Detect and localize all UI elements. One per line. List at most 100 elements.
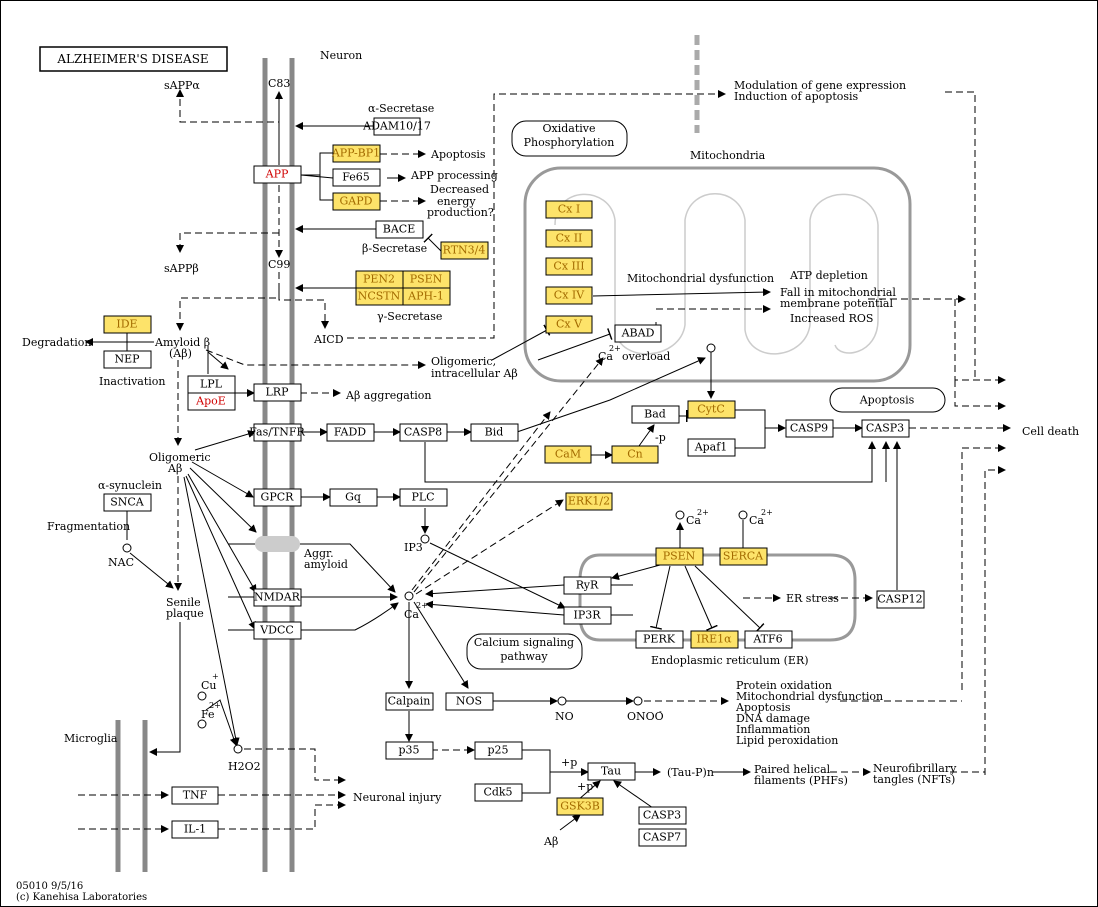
node-bid[interactable]: Bid	[470, 423, 519, 442]
svg-text:IRE1α: IRE1α	[696, 633, 732, 646]
node-cx3[interactable]: Cx III	[545, 257, 593, 276]
node-ncstn[interactable]: NCSTN	[355, 287, 404, 306]
node-ide[interactable]: IDE	[103, 315, 152, 334]
node-app-bp1[interactable]: APP-BP1	[331, 144, 381, 163]
label-protein-oxidation: Protein oxidation	[736, 679, 832, 692]
node-casp8[interactable]: CASP8	[399, 423, 448, 442]
node-plc[interactable]: PLC	[399, 488, 448, 507]
node-p25[interactable]: p25	[474, 741, 523, 760]
label-fall-1: Fall in mitochondrial	[780, 286, 896, 299]
node-gpcr[interactable]: GPCR	[253, 488, 302, 507]
node-cam[interactable]: CaM	[544, 445, 592, 464]
node-apoe[interactable]: ApoE	[187, 392, 236, 411]
apoptosis-map-link[interactable]: Apoptosis	[829, 387, 946, 413]
calcium-signaling-map-link[interactable]: Calcium signaling pathway	[466, 633, 583, 670]
node-gq[interactable]: Gq	[329, 488, 378, 507]
node-il1[interactable]: IL-1	[171, 820, 219, 839]
node-fas-tnfr[interactable]: Fas/TNFR	[249, 423, 306, 442]
node-nos[interactable]: NOS	[445, 692, 494, 711]
node-ryr[interactable]: RyR	[563, 576, 612, 595]
node-gsk3b[interactable]: GSK3B	[556, 797, 604, 816]
node-snca[interactable]: SNCA	[103, 493, 152, 512]
svg-text:Calcium signaling: Calcium signaling	[474, 636, 574, 649]
node-pen2[interactable]: PEN2	[355, 270, 404, 289]
node-psen-gamma[interactable]: PSEN	[402, 270, 451, 289]
node-ire1a[interactable]: IRE1α	[690, 630, 739, 649]
svg-text:ERK1/2: ERK1/2	[568, 495, 610, 508]
node-cx2[interactable]: Cx II	[545, 229, 593, 248]
svg-text:pathway: pathway	[500, 650, 548, 663]
node-cn[interactable]: Cn	[611, 445, 659, 464]
node-cytc[interactable]: CytC	[687, 400, 736, 419]
node-casp7[interactable]: CASP7	[638, 828, 687, 847]
node-casp3-apoptosis[interactable]: CASP3	[861, 419, 910, 438]
svg-text:ABAD: ABAD	[621, 327, 655, 340]
svg-text:FADD: FADD	[334, 426, 366, 439]
svg-text:Cn: Cn	[627, 448, 643, 461]
svg-text:CaM: CaM	[555, 448, 581, 461]
node-atf6[interactable]: ATF6	[744, 630, 793, 649]
node-bace[interactable]: BACE	[375, 220, 424, 239]
node-apaf1[interactable]: Apaf1	[687, 438, 736, 457]
node-tnf[interactable]: TNF	[171, 786, 219, 805]
node-fadd[interactable]: FADD	[326, 423, 375, 442]
svg-text:CASP3: CASP3	[643, 809, 681, 822]
node-app[interactable]: APP	[253, 165, 302, 184]
node-fe65[interactable]: Fe65	[332, 168, 381, 187]
node-calpain[interactable]: Calpain	[385, 692, 434, 711]
node-serca[interactable]: SERCA	[719, 547, 768, 566]
node-adam1017[interactable]: ADAM10/17	[362, 117, 431, 136]
label-plus-p-2: +p	[577, 780, 593, 793]
label-ca-overload-ca: Ca	[598, 350, 613, 363]
node-tau[interactable]: Tau	[587, 762, 636, 781]
aggregated-amyloid-shape	[255, 536, 300, 552]
node-psen-er[interactable]: PSEN	[655, 547, 704, 566]
node-lrp[interactable]: LRP	[253, 383, 302, 402]
node-bad[interactable]: Bad	[631, 405, 680, 424]
node-cx5[interactable]: Cx V	[545, 315, 593, 334]
svg-text:Cx I: Cx I	[558, 203, 580, 216]
mitochondrion-cristae	[554, 193, 879, 355]
label-cu-sup: +	[212, 672, 219, 681]
label-ab-paren: (Aβ)	[169, 347, 192, 360]
node-casp3-tau[interactable]: CASP3	[638, 806, 687, 825]
node-vdcc[interactable]: VDCC	[253, 621, 302, 640]
node-gapd[interactable]: GAPD	[332, 192, 381, 211]
node-erk12[interactable]: ERK1/2	[565, 492, 613, 511]
svg-text:Cx III: Cx III	[553, 260, 584, 273]
svg-text:Cx IV: Cx IV	[554, 289, 585, 302]
label-nft-2: tangles (NFTs)	[873, 773, 955, 786]
svg-text:Oxidative: Oxidative	[542, 122, 595, 135]
node-rtn34[interactable]: RTN3/4	[440, 241, 489, 260]
oxidative-phosphorylation-map-link[interactable]: Oxidative Phosphorylation	[511, 120, 628, 157]
node-ip3r[interactable]: IP3R	[563, 606, 612, 625]
node-casp12[interactable]: CASP12	[876, 590, 925, 609]
node-nmdar[interactable]: NMDAR	[253, 588, 302, 607]
label-gamma-secretase: γ-Secretase	[377, 310, 442, 323]
node-abad[interactable]: ABAD	[614, 324, 662, 343]
node-p35[interactable]: p35	[385, 741, 434, 760]
node-perk[interactable]: PERK	[635, 630, 684, 649]
svg-text:NEP: NEP	[114, 353, 140, 366]
node-lpl[interactable]: LPL	[187, 375, 236, 394]
label-sappa: sAPPα	[164, 79, 200, 92]
svg-text:GAPD: GAPD	[340, 195, 373, 208]
node-aph1[interactable]: APH-1	[402, 287, 451, 306]
node-cdk5[interactable]: Cdk5	[474, 783, 523, 802]
node-cx4[interactable]: Cx IV	[545, 286, 593, 305]
label-alpha-synuclein: α-synuclein	[98, 479, 162, 492]
svg-text:GSK3B: GSK3B	[560, 800, 600, 813]
node-casp9[interactable]: CASP9	[785, 419, 834, 438]
label-fall-2: membrane potential	[780, 297, 893, 310]
svg-text:NMDAR: NMDAR	[254, 591, 301, 604]
svg-text:Cx II: Cx II	[556, 232, 583, 245]
label-phf-2: filaments (PHFs)	[754, 774, 848, 787]
node-cx1[interactable]: Cx I	[545, 200, 593, 219]
map-title: ALZHEIMER'S DISEASE	[39, 46, 228, 72]
label-aggr-1: Aggr.	[303, 547, 334, 560]
footer-id: 05010 9/5/16	[16, 881, 83, 892]
label-mitochondria: Mitochondria	[690, 149, 766, 162]
label-onoo: ONOO	[627, 710, 664, 723]
label-oligomeric-intracellular-1: Oligomeric,	[431, 355, 496, 368]
node-nep[interactable]: NEP	[103, 350, 152, 369]
